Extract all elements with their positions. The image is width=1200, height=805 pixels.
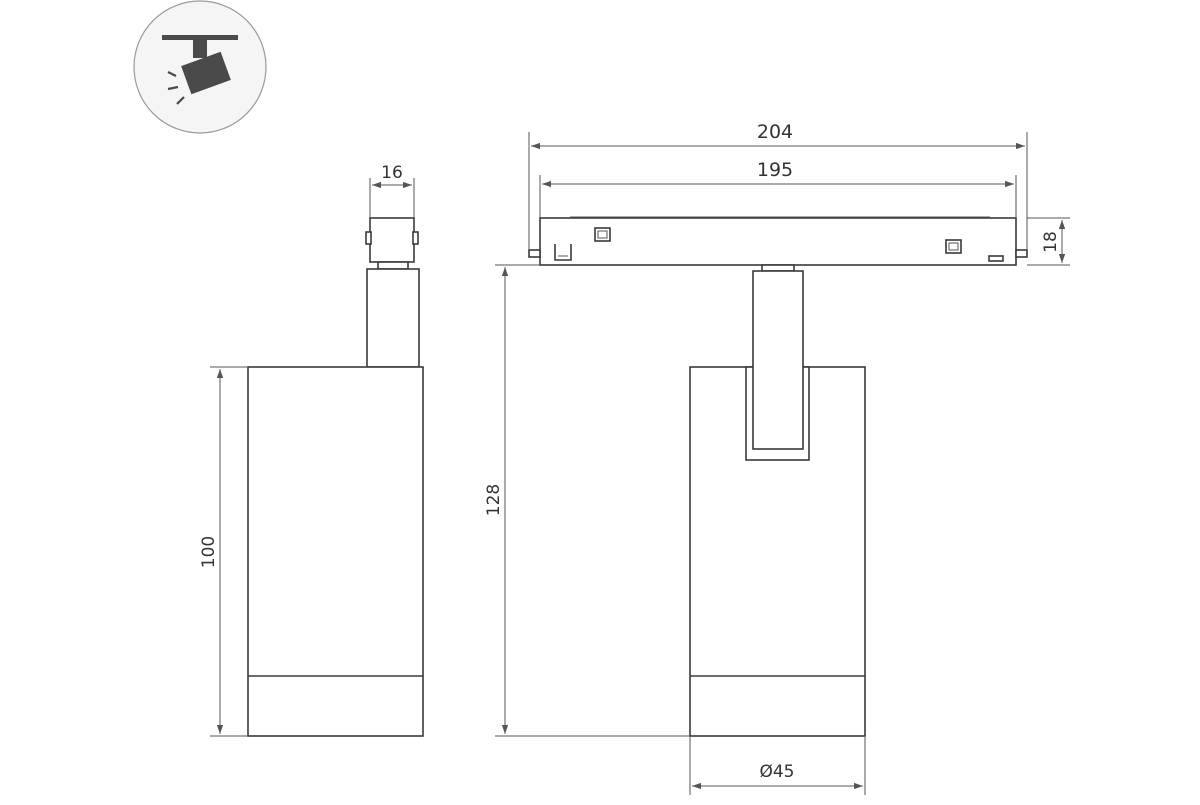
side-adapter-tab-right [412, 231, 419, 245]
dim-track-height: 18 [1041, 231, 1061, 253]
dim-body-height: 100 [199, 536, 219, 568]
track-clip-left [554, 244, 572, 261]
track-slot-right [988, 255, 1004, 262]
side-view: 16 100 [199, 163, 424, 737]
front-arm [752, 270, 804, 450]
track-housing [539, 217, 1017, 266]
dim-track-length: 195 [757, 159, 793, 181]
dim-adapter-width: 16 [381, 163, 403, 183]
front-arm-connector [761, 264, 795, 272]
track-end-pin-right [1015, 249, 1028, 258]
side-adapter-block [369, 217, 415, 263]
side-adapter-tab-left [365, 231, 372, 245]
track-window-left [594, 227, 611, 242]
track-end-pin-left [528, 249, 541, 258]
dim-overall-length: 204 [757, 121, 793, 143]
adjustable-track-spotlight-icon [133, 0, 267, 134]
front-view: 204 195 18 128 Ø45 [484, 121, 1070, 795]
dim-diameter: Ø45 [759, 762, 794, 782]
track-window-right [945, 239, 962, 254]
side-adapter-neck [377, 261, 409, 270]
side-arm [366, 268, 420, 368]
dim-total-height: 128 [484, 484, 504, 516]
side-body [247, 366, 424, 737]
